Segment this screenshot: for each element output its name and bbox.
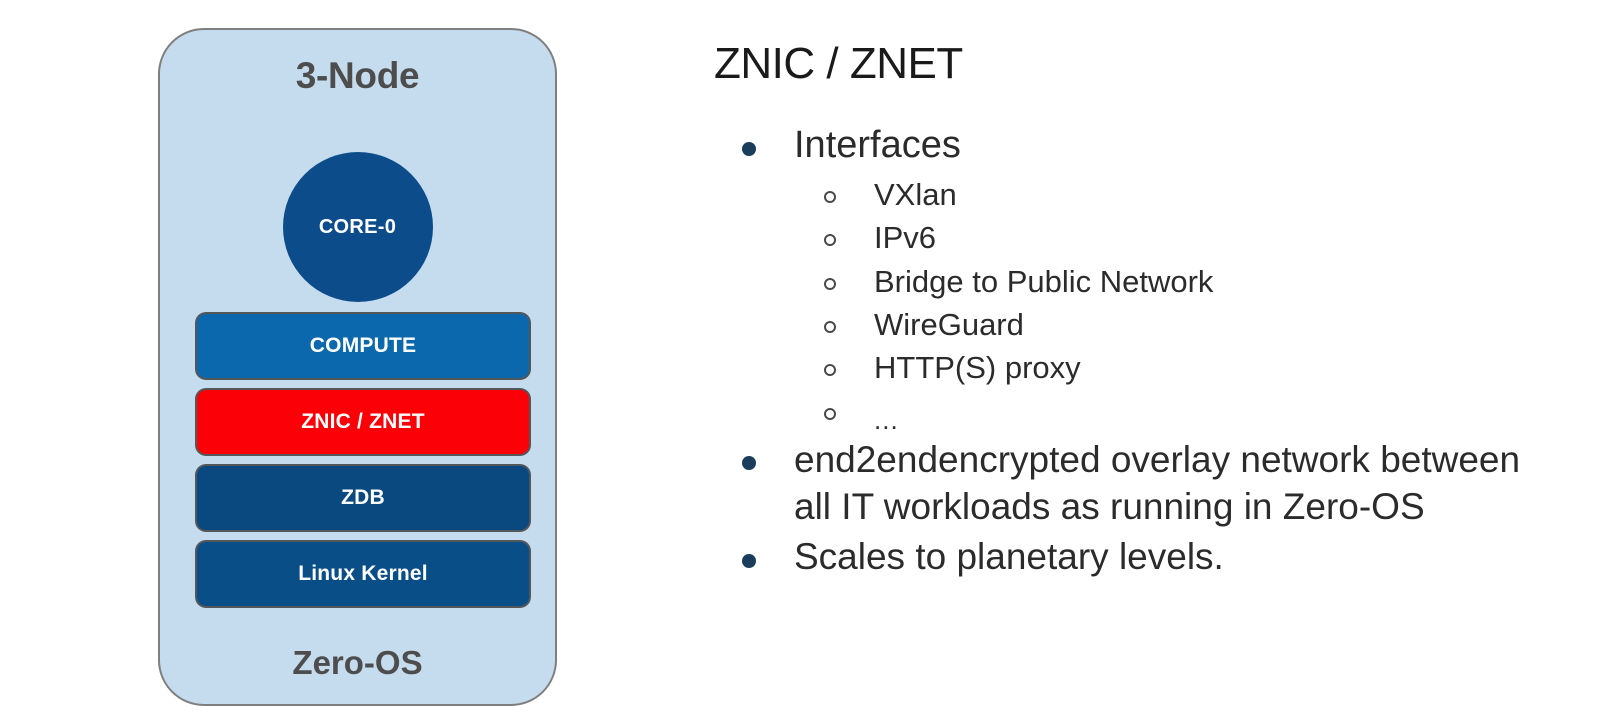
layer-bar[interactable]: Linux Kernel bbox=[197, 542, 529, 606]
bullet-dot-icon bbox=[742, 553, 756, 568]
sub-bullet-text: ... bbox=[874, 404, 899, 435]
sub-bullet-text: Bridge to Public Network bbox=[874, 263, 1214, 299]
layer-stack: COMPUTE ZNIC / ZNET ZDB Linux Kernel bbox=[197, 314, 529, 606]
sub-bullet-item: VXlan bbox=[714, 173, 1534, 216]
page-title: ZNIC / ZNET bbox=[714, 39, 963, 88]
layer-bar[interactable]: COMPUTE bbox=[197, 314, 529, 378]
sub-bullet-item: HTTP(S) proxy bbox=[714, 346, 1534, 389]
sub-bullet-item: Bridge to Public Network bbox=[714, 260, 1534, 303]
node-diagram-card: 3-Node CORE-0 COMPUTE ZNIC / ZNET ZDB Linux… bbox=[158, 28, 557, 706]
bullet-ring-icon bbox=[824, 407, 836, 420]
bullet-ring-icon bbox=[824, 364, 836, 377]
sub-bullet-text: VXlan bbox=[874, 176, 957, 212]
sub-bullet-item: ... bbox=[714, 390, 1534, 435]
bullet-ring-icon bbox=[824, 320, 836, 333]
bullet-text: Scales to planetary levels. bbox=[794, 536, 1224, 578]
bullet-text: end2endencrypted overlay network between… bbox=[794, 439, 1521, 527]
bullet-item: Scales to planetary levels. bbox=[714, 534, 1534, 581]
bullet-ring-icon bbox=[824, 234, 836, 247]
bullet-ring-icon bbox=[824, 277, 836, 290]
sub-bullet-text: HTTP(S) proxy bbox=[874, 350, 1081, 386]
layer-bar-label: ZDB bbox=[341, 486, 385, 509]
sub-bullet-item: IPv6 bbox=[714, 216, 1534, 259]
layer-bar-label: Linux Kernel bbox=[298, 562, 428, 585]
core-node-circle: CORE-0 bbox=[282, 152, 433, 302]
layer-bar[interactable]: ZDB bbox=[197, 466, 529, 530]
core-node-label: CORE-0 bbox=[318, 215, 397, 238]
layer-bar[interactable]: ZNIC / ZNET bbox=[197, 390, 529, 454]
layer-bar-label: ZNIC / ZNET bbox=[301, 410, 425, 433]
bullet-item: end2endencrypted overlay network between… bbox=[714, 437, 1534, 530]
layer-bar-label: COMPUTE bbox=[309, 334, 417, 357]
sub-bullet-item: WireGuard bbox=[714, 303, 1534, 346]
bullet-dot-icon bbox=[742, 456, 756, 471]
bullet-text: Interfaces bbox=[794, 124, 961, 167]
bullet-ring-icon bbox=[824, 190, 836, 203]
sub-bullet-text: WireGuard bbox=[874, 306, 1024, 342]
card-title: 3-Node bbox=[295, 55, 420, 96]
card-footer-label: Zero-OS bbox=[292, 644, 423, 681]
sub-bullet-text: IPv6 bbox=[874, 220, 937, 256]
bullet-item: Interfaces bbox=[714, 122, 1534, 168]
bullet-dot-icon bbox=[742, 142, 756, 157]
